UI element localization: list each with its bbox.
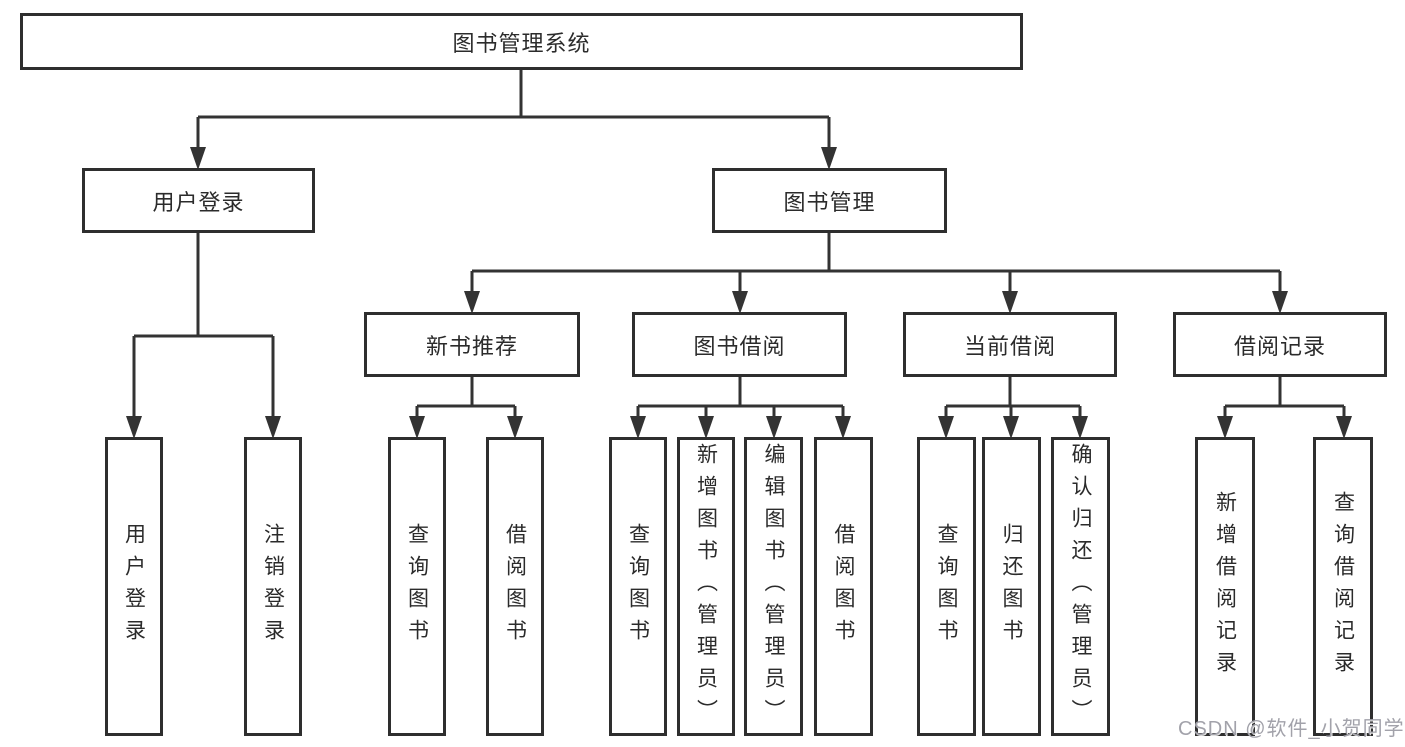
node-label: 图书借阅	[693, 333, 786, 359]
leaf-label: 新增借阅记录	[1213, 490, 1237, 683]
node-label: 图书管理系统	[452, 30, 591, 56]
leaf-borrow-books-1: 借阅图书	[486, 437, 544, 736]
leaf-label: 借阅图书	[832, 522, 855, 651]
node-label: 借阅记录	[1233, 333, 1326, 359]
node-borrowing-records: 借阅记录	[1173, 312, 1387, 377]
leaf-edit-book-admin: 编辑图书（管理员）	[744, 437, 803, 736]
leaf-logout: 注销登录	[244, 437, 302, 736]
leaf-query-books-3: 查询图书	[917, 437, 976, 736]
leaf-label: 归还图书	[1000, 522, 1023, 651]
leaf-label: 查询借阅记录	[1331, 490, 1355, 683]
leaf-label: 查询图书	[405, 522, 429, 651]
node-user-login: 用户登录	[82, 168, 315, 233]
leaf-add-borrow-record: 新增借阅记录	[1195, 437, 1255, 736]
csdn-watermark: CSDN @软件_小贺同学	[1178, 718, 1405, 740]
node-library-management-system: 图书管理系统	[20, 13, 1023, 70]
node-label: 当前借阅	[963, 333, 1056, 359]
leaf-label: 查询图书	[626, 522, 650, 651]
leaf-query-borrow-record: 查询借阅记录	[1313, 437, 1373, 736]
leaf-label: 编辑图书（管理员）	[762, 442, 785, 731]
leaf-user-login: 用户登录	[105, 437, 163, 736]
node-book-management: 图书管理	[712, 168, 947, 233]
leaf-label: 确认归还（管理员）	[1069, 442, 1092, 731]
leaf-return-books: 归还图书	[982, 437, 1041, 736]
leaf-query-books-2: 查询图书	[609, 437, 667, 736]
leaf-label: 借阅图书	[503, 522, 527, 651]
leaf-confirm-return-admin: 确认归还（管理员）	[1051, 437, 1110, 736]
leaf-label: 查询图书	[935, 522, 958, 651]
leaf-query-books-1: 查询图书	[388, 437, 446, 736]
node-current-borrowing: 当前借阅	[903, 312, 1117, 377]
node-book-borrowing: 图书借阅	[632, 312, 847, 377]
node-label: 用户登录	[152, 189, 245, 215]
leaf-borrow-books-2: 借阅图书	[814, 437, 873, 736]
node-label: 新书推荐	[425, 333, 518, 359]
node-label: 图书管理	[783, 189, 876, 215]
node-new-book-recommendation: 新书推荐	[364, 312, 580, 377]
leaf-label: 用户登录	[122, 522, 146, 651]
leaf-label: 注销登录	[261, 522, 285, 651]
leaf-label: 新增图书（管理员）	[694, 442, 718, 731]
leaf-add-book-admin: 新增图书（管理员）	[677, 437, 735, 736]
